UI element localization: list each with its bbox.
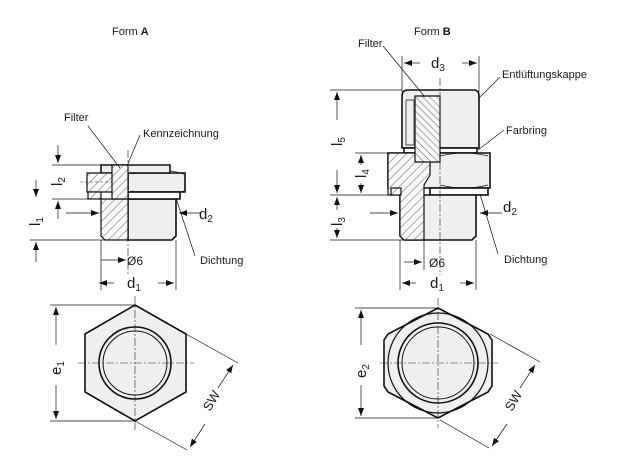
form-b-section-body <box>387 152 431 241</box>
dim-d2-b: d2 <box>503 199 517 218</box>
form-a-title: Form A <box>112 26 149 38</box>
label-dichtung-b: Dichtung <box>504 254 547 266</box>
label-dichtung-a: Dichtung <box>200 255 243 267</box>
dim-e1: e1 <box>48 361 67 375</box>
form-a-hex <box>127 172 186 193</box>
dim-l2: l2 <box>49 177 68 186</box>
label-farbring: Farbring <box>506 125 547 137</box>
form-a-top-view: e1 SW <box>48 296 239 451</box>
form-a-seal <box>127 191 181 200</box>
label-filter-a: Filter <box>64 112 89 124</box>
form-b-section-seal <box>390 187 402 196</box>
dim-l4: l4 <box>353 169 372 178</box>
form-a-section-seal <box>87 191 102 200</box>
label-kennzeichnung: Kennzeichnung <box>143 128 219 140</box>
dim-sw-b: SW <box>502 387 526 413</box>
form-a-filter <box>111 164 129 200</box>
form-a-side-view: l2 l1 d2 Ø6 d1 Filter Kennzeichnung Dich… <box>27 112 243 294</box>
dim-l3: l3 <box>329 217 348 226</box>
dim-d2: d2 <box>199 206 213 225</box>
dim-bore-b: Ø6 <box>429 256 445 270</box>
form-b-title: Form B <box>414 26 451 38</box>
label-filter-b: Filter <box>358 38 383 50</box>
form-b-seal <box>429 187 489 196</box>
dim-d3: d3 <box>431 55 445 74</box>
dim-sw-a: SW <box>200 387 224 413</box>
form-a-thread-body <box>127 198 177 241</box>
form-b-filter <box>414 95 441 163</box>
dim-bore: Ø6 <box>127 254 143 268</box>
form-a-filter-cap <box>100 164 171 174</box>
dim-d1-b: d1 <box>430 275 444 294</box>
label-entlueftungskappe: Entlüftungskappe <box>502 69 587 81</box>
dim-l5: l5 <box>329 137 348 146</box>
form-a-section-body <box>100 198 129 241</box>
form-b-side-view: d3 l5 l4 l3 d2 Ø6 d1 Filter <box>329 38 587 294</box>
dim-e2: e2 <box>353 364 372 378</box>
dim-d1: d1 <box>127 275 141 294</box>
form-b-top-view: e2 SW <box>353 298 541 449</box>
dim-l1: l1 <box>27 217 46 226</box>
